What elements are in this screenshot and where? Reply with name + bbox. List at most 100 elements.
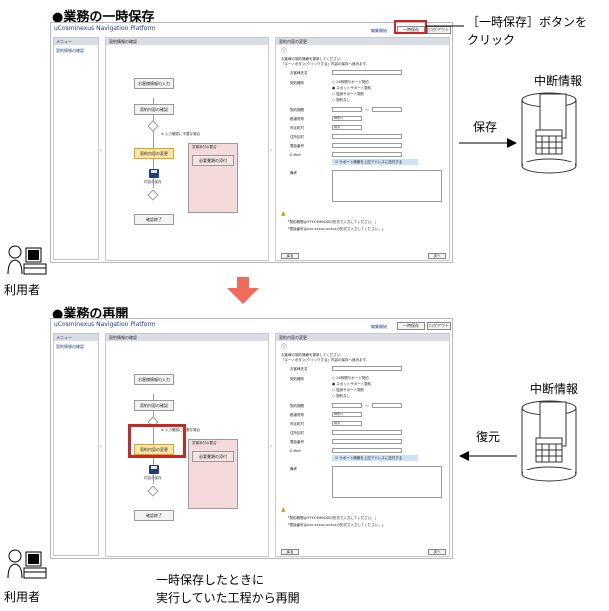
label-period: 契約期間 xyxy=(290,404,304,408)
radio-24h[interactable]: ○ 24時間サポート契約 xyxy=(332,80,369,84)
label-memo: 備考 xyxy=(290,467,297,471)
form-panel: 契約内容の変更 ⓘ お客様の契約情報を更新してください。 「ヌーノボタン/クリッ… xyxy=(275,37,450,261)
mail-input[interactable] xyxy=(332,448,402,453)
back-button[interactable]: 戻る xyxy=(281,549,299,555)
collapse-icon-2[interactable]: › xyxy=(270,148,272,154)
name-input[interactable] xyxy=(332,366,402,371)
label-mail: E-Mail xyxy=(290,449,301,453)
data-store-icon xyxy=(521,400,577,482)
period-end-input[interactable] xyxy=(372,403,402,408)
label-memo: 備考 xyxy=(290,171,297,175)
addr-input[interactable] xyxy=(332,430,402,435)
tel-input[interactable] xyxy=(332,143,402,148)
warning-icon: ▲ xyxy=(281,210,286,217)
period-start-input[interactable] xyxy=(332,403,362,408)
process-panel-title: 契約情報の確認 xyxy=(106,334,268,341)
radio-single[interactable]: ○ 独身サポート契約 xyxy=(332,388,365,392)
user-label-top: 利用者 xyxy=(4,283,41,297)
info-icon: ⓘ xyxy=(281,344,288,351)
pref-select[interactable]: 神奈川 xyxy=(332,116,362,121)
data-store-icon xyxy=(521,92,577,174)
flow-branch-2 xyxy=(147,189,159,201)
radio-single[interactable]: ○ 独身サポート契約 xyxy=(332,92,365,96)
send-mail-checkbox[interactable]: ☑ サポート情報を上記アドレスに送付する xyxy=(332,159,418,165)
restore-arrow xyxy=(459,451,517,461)
period-start-input[interactable] xyxy=(332,107,362,112)
mail-input[interactable] xyxy=(332,152,402,157)
label-pref: 都道府県 xyxy=(290,117,304,121)
flow-step-end: 確認終了 xyxy=(134,214,174,225)
back-button[interactable]: 戻る xyxy=(281,253,299,259)
temp-save-highlight xyxy=(394,20,427,34)
flow-step-change: 契約内容の変更 xyxy=(134,444,174,455)
memo-textarea[interactable] xyxy=(332,466,442,498)
send-mail-checkbox[interactable]: ☑ サポート情報を上記アドレスに送付する xyxy=(332,455,418,461)
temp-save-button[interactable]: 一時保存 xyxy=(397,322,425,330)
app-title: uCosminexus Navigation Platform xyxy=(54,25,156,32)
flow-attach-region xyxy=(188,439,238,509)
resumed-step-highlight xyxy=(128,424,186,458)
data-label-bottom: 中断情報 xyxy=(530,382,579,396)
radio-24h[interactable]: ○ 24時間サポート契約 xyxy=(332,376,369,380)
note-period: 「契約期間はYYYY/MM/DDの形式で入力してください。」 xyxy=(286,220,379,224)
flow-step-customer-input: お客様情報の入力 xyxy=(134,78,174,89)
transition-arrow xyxy=(227,277,259,304)
flow-step-end: 確認終了 xyxy=(134,510,174,521)
flow-attach-label: 書類添付の要否 xyxy=(192,145,217,149)
radio-none[interactable]: ○ 契約なし xyxy=(332,98,351,102)
process-panel: 契約情報の確認 お客様情報の入力 契約内容の確認 ※ 入力確認に不要な場合 契約… xyxy=(105,333,269,557)
flow-branch-note: ※ 入力確認に不要な場合 xyxy=(161,132,201,136)
pref-select[interactable]: 神奈川 xyxy=(332,412,362,417)
addr-input[interactable] xyxy=(332,134,402,139)
radio-spot[interactable]: ● スポットサポート契約 xyxy=(332,382,372,386)
arrow-label-save: 保存 xyxy=(473,120,498,134)
next-button[interactable]: 次へ xyxy=(428,549,446,555)
label-type: 契約種別 xyxy=(290,81,304,85)
form-intro-2: 「ヌーノボタン/クリックする」内容の保存へ進みます。 xyxy=(281,62,370,66)
label-pref: 都道府県 xyxy=(290,413,304,417)
edit-link[interactable]: 編集開始 xyxy=(371,28,387,33)
edit-link[interactable]: 編集開始 xyxy=(371,324,387,329)
form-title: 契約内容の変更 xyxy=(276,334,449,341)
collapse-icon-2[interactable]: › xyxy=(270,444,272,450)
collapse-icon[interactable]: ‹ xyxy=(100,148,102,154)
flow-step-confirm: 契約内容の確認 xyxy=(134,400,174,411)
logout-button[interactable]: ログアウト xyxy=(427,322,451,330)
menu-item-contract[interactable]: 契約情報の確認 xyxy=(56,48,84,53)
period-end-input[interactable] xyxy=(372,107,402,112)
next-button[interactable]: 次へ xyxy=(428,253,446,259)
flow-step-customer-input: お客様情報の入力 xyxy=(134,374,174,385)
data-label-top: 中断情報 xyxy=(534,74,583,88)
flow-step-confirm: 契約内容の確認 xyxy=(134,104,174,115)
process-panel-title: 契約情報の確認 xyxy=(106,38,268,45)
app-screenshot-resume: uCosminexus Navigation Platform 編集開始 一時保… xyxy=(50,318,453,559)
radio-spot[interactable]: ● スポットサポート契約 xyxy=(332,86,372,90)
collapse-icon[interactable]: ‹ xyxy=(100,444,102,450)
flow-save-label: 内容の保存 xyxy=(144,180,162,184)
flow-attach-region xyxy=(188,143,238,213)
flow-save-label: 内容の保存 xyxy=(144,476,162,480)
form-panel: 契約内容の変更 ⓘ お客様の契約情報を更新してください。 「ヌーノボタン/クリッ… xyxy=(275,333,450,557)
form-intro-1: お客様の契約情報を更新してください。 xyxy=(281,57,344,61)
save-disk-icon xyxy=(149,169,159,178)
menu-item-contract[interactable]: 契約情報の確認 xyxy=(56,344,84,349)
arrow-label-restore: 復元 xyxy=(476,430,501,444)
city-select[interactable]: 横浜 xyxy=(332,421,362,426)
flow-branch-2 xyxy=(147,485,159,497)
label-tel: 電話番号 xyxy=(290,144,304,148)
memo-textarea[interactable] xyxy=(332,170,442,202)
tel-input[interactable] xyxy=(332,439,402,444)
flow-branch-note: ※ 入力確認に不要な場合 xyxy=(161,428,201,432)
caption-line-1: 一時保存したときに xyxy=(156,573,265,587)
sidebar-menu: メニュー 契約情報の確認 xyxy=(53,333,99,556)
name-input[interactable] xyxy=(332,70,402,75)
city-select[interactable]: 横浜 xyxy=(332,125,362,130)
label-addr: 住所区町 xyxy=(290,431,304,435)
flow-step-attach: 必要書類の添付 xyxy=(192,451,234,462)
label-tel: 電話番号 xyxy=(290,440,304,444)
user-pc-icon xyxy=(7,245,47,275)
note-tel: 「電話番号はxxx-xxxxx-xxxxxの形式で入力してください。」 xyxy=(286,227,386,231)
label-type: 契約種別 xyxy=(290,377,304,381)
callout-pointer xyxy=(426,25,464,27)
radio-none[interactable]: ○ 契約なし xyxy=(332,394,351,398)
